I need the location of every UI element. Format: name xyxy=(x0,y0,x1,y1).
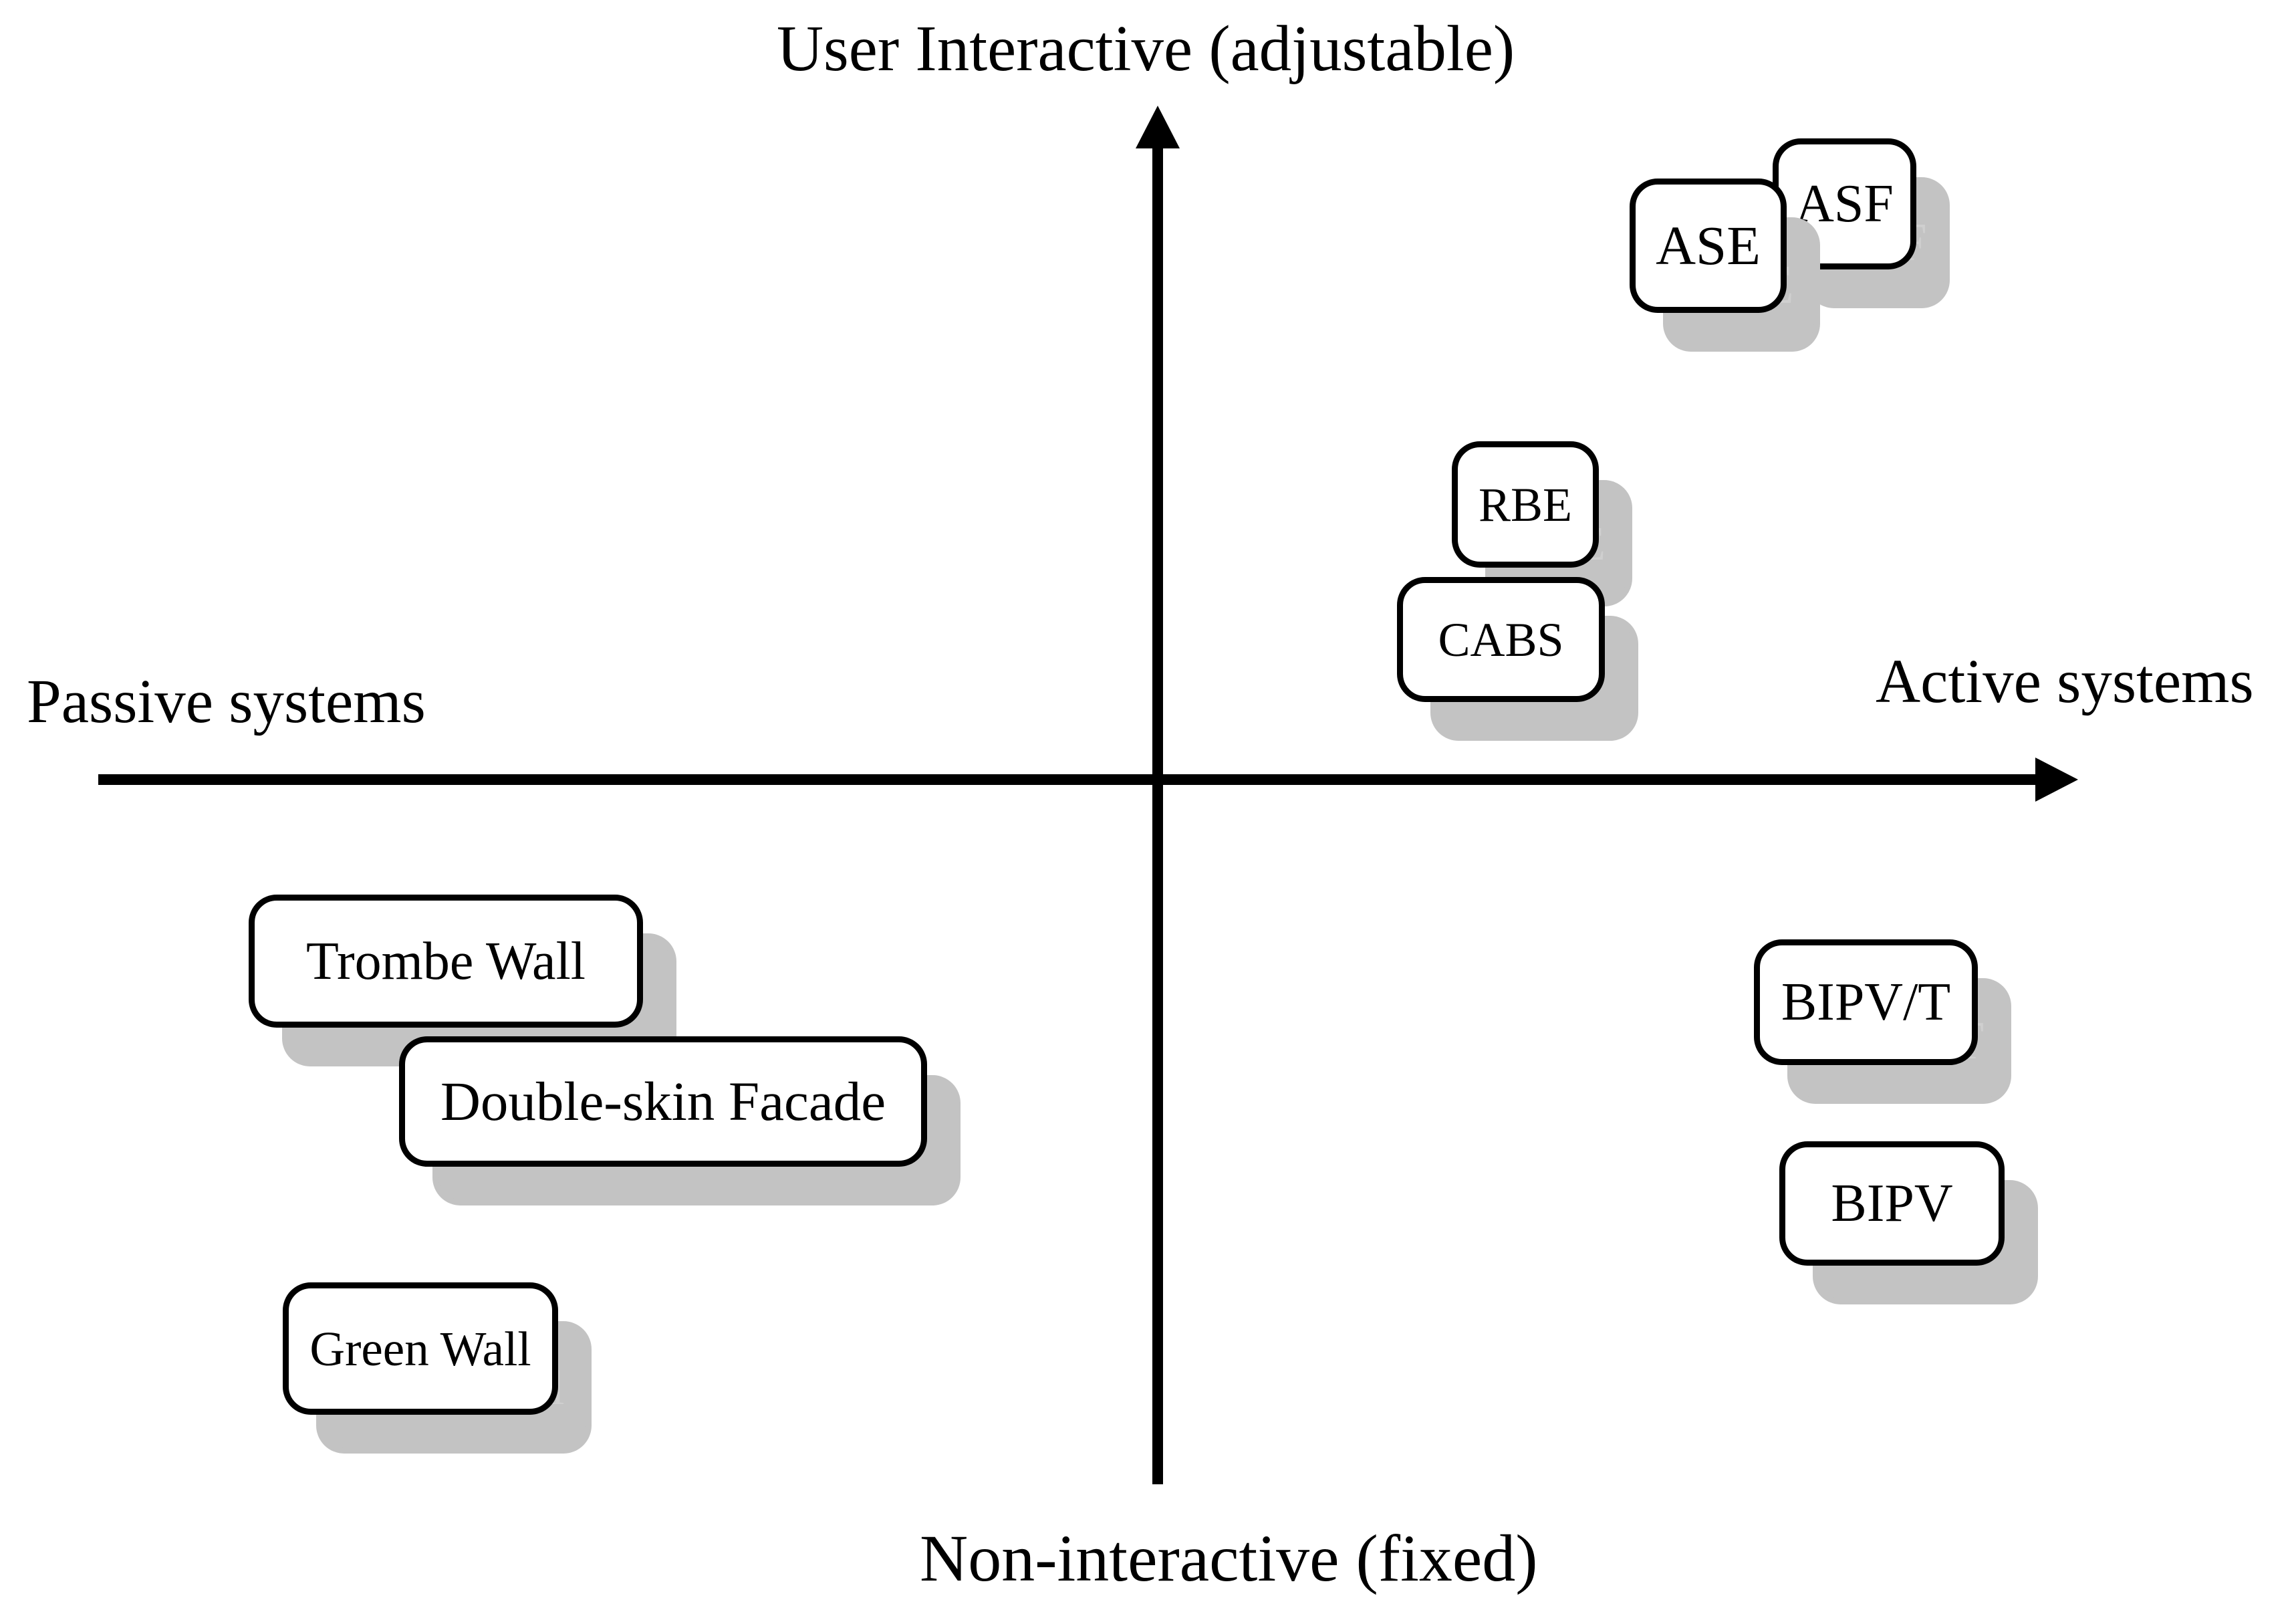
box-bipv-face: BIPV xyxy=(1779,1141,2005,1266)
box-double-skin-facade: Double-skin Facade Double-skin Facade xyxy=(399,1036,961,1205)
box-cabs-label: CABS xyxy=(1438,612,1564,667)
box-trombe-wall: Trombe Wall Trombe Wall xyxy=(249,895,676,1066)
box-trombe-wall-face: Trombe Wall xyxy=(249,895,643,1028)
box-ase-label: ASE xyxy=(1656,215,1761,276)
axis-label-left: Passive systems xyxy=(27,667,426,736)
box-asf: ASF ASF xyxy=(1773,138,1950,308)
box-bipv-label: BIPV xyxy=(1831,1174,1953,1233)
vertical-axis-line xyxy=(1152,140,1163,1484)
axis-label-right: Active systems xyxy=(1876,647,2254,716)
box-bipv-t-face: BIPV/T xyxy=(1754,939,1978,1065)
axis-label-bottom: Non-interactive (fixed) xyxy=(920,1521,1538,1595)
horizontal-axis-line xyxy=(98,774,2037,785)
box-rbe-label: RBE xyxy=(1478,477,1573,532)
box-double-skin-facade-face: Double-skin Facade xyxy=(399,1036,927,1167)
box-asf-face: ASF xyxy=(1773,138,1916,269)
box-ase: ASE ASE xyxy=(1630,179,1820,352)
box-bipv: BIPV BIPV xyxy=(1779,1141,2038,1304)
box-bipv-t-label: BIPV/T xyxy=(1781,973,1951,1032)
box-rbe-face: RBE xyxy=(1452,441,1599,568)
box-green-wall-face: Green Wall xyxy=(283,1282,558,1415)
box-trombe-wall-label: Trombe Wall xyxy=(305,931,586,991)
box-cabs-face: CABS xyxy=(1397,577,1605,702)
box-ase-face: ASE xyxy=(1630,179,1787,313)
box-rbe: RBE RBE xyxy=(1452,441,1632,606)
box-cabs: CABS CABS xyxy=(1397,577,1638,741)
up-arrowhead-icon xyxy=(1136,106,1180,148)
right-arrowhead-icon xyxy=(2035,758,2078,802)
box-green-wall-label: Green Wall xyxy=(309,1321,531,1376)
box-green-wall: Green Wall Green Wall xyxy=(283,1282,592,1454)
box-asf-label: ASF xyxy=(1795,175,1894,233)
axis-label-top: User Interactive (adjustable) xyxy=(777,13,1515,84)
box-bipv-t: BIPV/T BIPV/T xyxy=(1754,939,2011,1104)
box-double-skin-facade-label: Double-skin Facade xyxy=(440,1070,886,1132)
